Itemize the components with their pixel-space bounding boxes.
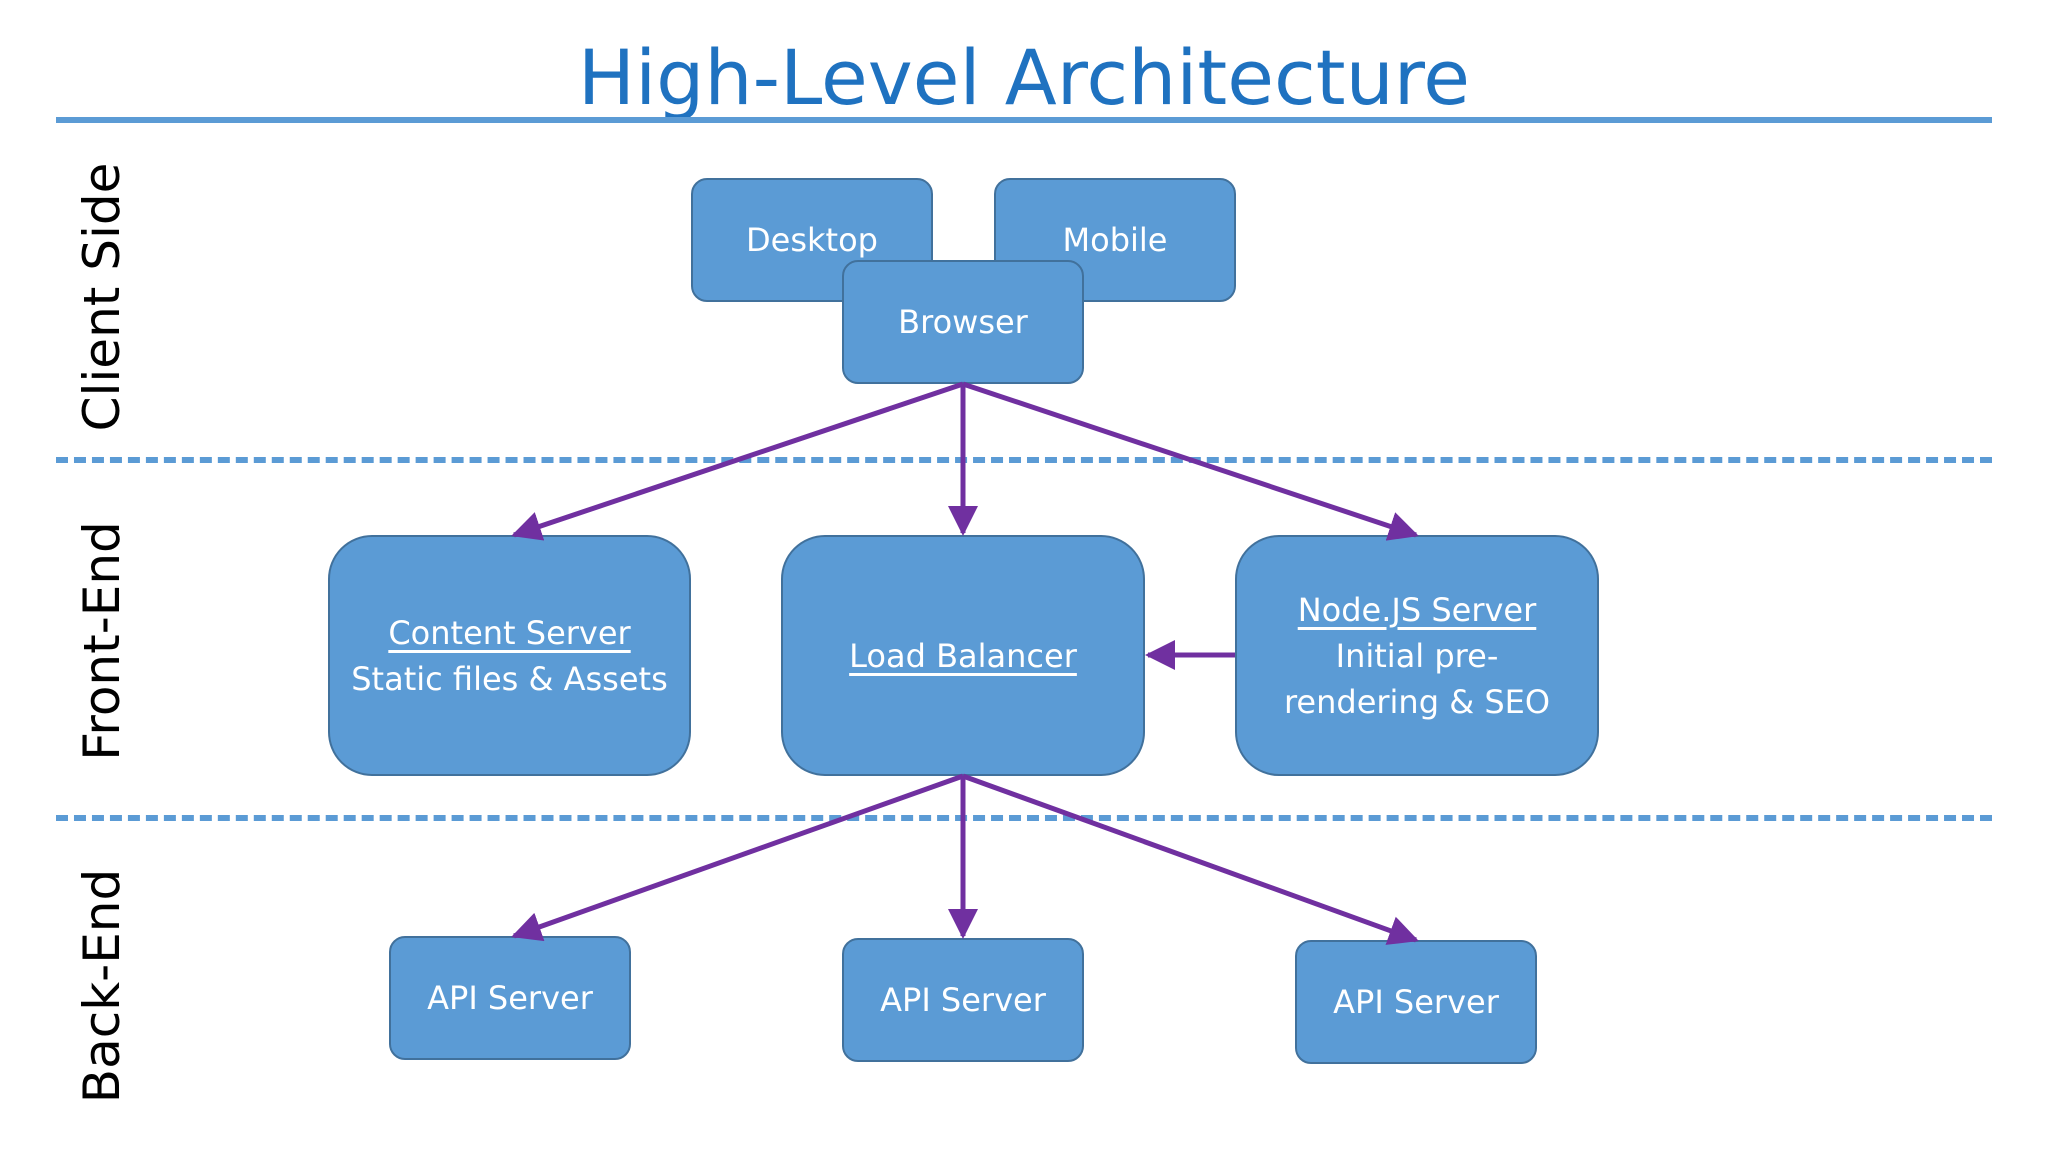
arrow-load-balancer-to-api-3 xyxy=(962,773,1419,945)
section-label-client-side: Client Side xyxy=(73,162,131,432)
nodejs-server-desc-line1: Initial pre- xyxy=(1335,636,1499,675)
mobile-node: Mobile xyxy=(994,178,1236,302)
browser-node: Browser xyxy=(842,260,1084,384)
content-server-node: Content Server Static files & Assets xyxy=(328,535,691,776)
nodejs-server-name: Node.JS Server xyxy=(1297,590,1537,629)
content-server-desc: Static files & Assets xyxy=(351,659,668,698)
frontend-backend-divider xyxy=(56,815,1992,821)
nodejs-server-node: Node.JS Server Initial pre- rendering & … xyxy=(1235,535,1599,776)
api-server-label-2: API Server xyxy=(880,981,1046,1019)
api-server-label-1: API Server xyxy=(427,979,593,1017)
browser-label: Browser xyxy=(898,303,1028,341)
section-label-back-end: Back-End xyxy=(73,868,131,1104)
api-server-node-2: API Server xyxy=(842,938,1084,1062)
mobile-label: Mobile xyxy=(1062,221,1168,259)
title-underline xyxy=(56,117,1992,123)
arrow-load-balancer-to-api-1 xyxy=(511,773,964,942)
desktop-node: Desktop xyxy=(691,178,933,302)
api-server-node-3: API Server xyxy=(1295,940,1537,1064)
desktop-label: Desktop xyxy=(746,221,878,259)
api-server-label-3: API Server xyxy=(1333,983,1499,1021)
load-balancer-name: Load Balancer xyxy=(849,636,1077,675)
section-label-front-end: Front-End xyxy=(73,521,131,761)
load-balancer-node: Load Balancer xyxy=(781,535,1145,776)
nodejs-server-desc-line2: rendering & SEO xyxy=(1283,682,1551,721)
api-server-node-1: API Server xyxy=(389,936,631,1060)
content-server-name: Content Server xyxy=(388,613,631,652)
client-frontend-divider xyxy=(56,457,1992,463)
diagram-title: High-Level Architecture xyxy=(577,33,1471,122)
